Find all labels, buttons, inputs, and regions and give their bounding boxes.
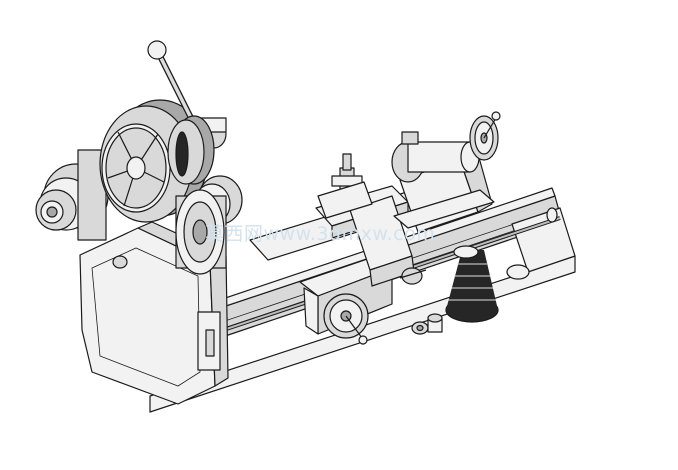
tool-post [317,153,373,219]
small-nut [411,321,429,335]
apron-handwheel [323,293,369,345]
small-bushing [427,313,443,333]
cone-pulley [445,245,499,323]
belt-pulley [99,99,209,223]
tailstock-handwheel [469,111,501,161]
headstock [167,115,243,275]
motor-pulley [35,149,109,241]
tailstock [391,131,495,233]
cross-slide [315,185,427,287]
